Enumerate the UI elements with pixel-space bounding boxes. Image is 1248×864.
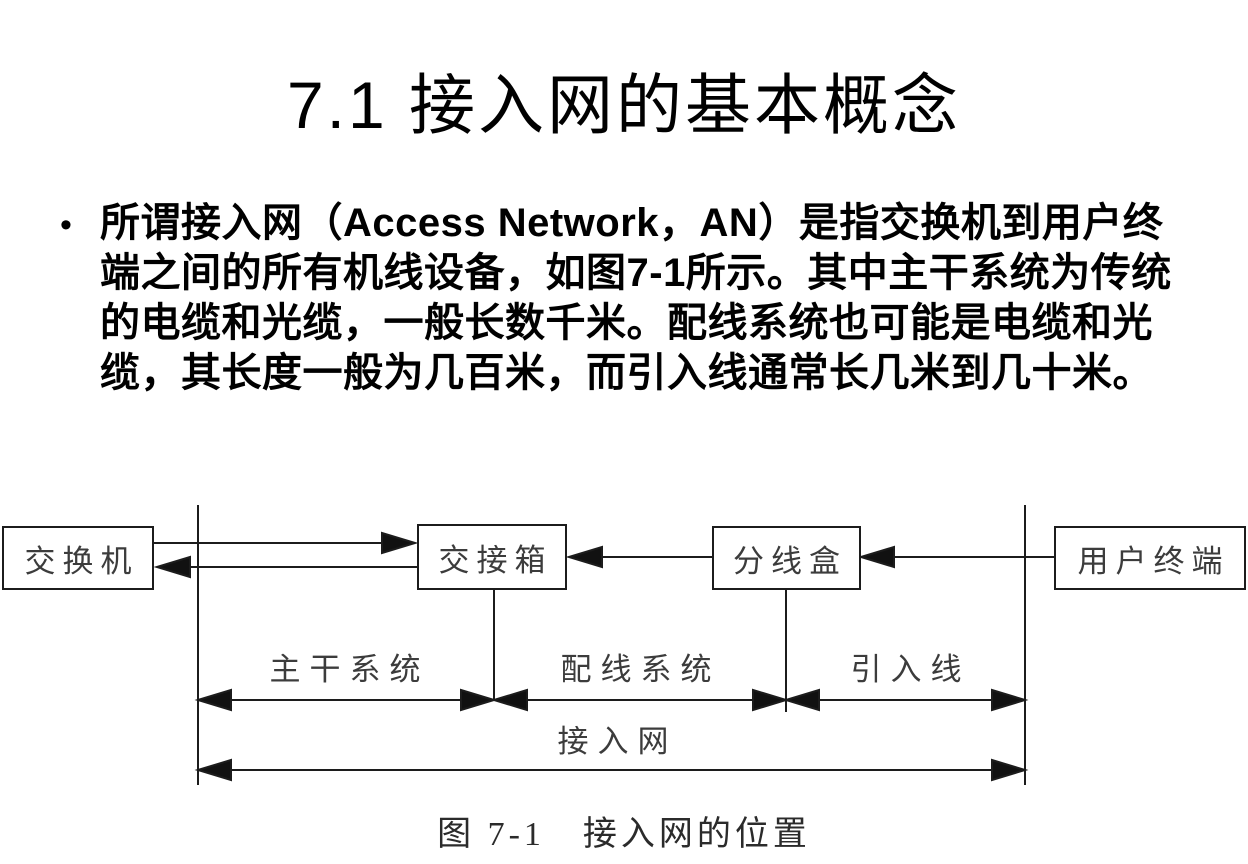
arrowhead-right-icon	[752, 688, 790, 712]
slide-title: 7.1 接入网的基本概念	[286, 68, 962, 142]
arrowhead-left-icon	[194, 688, 232, 712]
node-terminal: 用户终端	[1054, 526, 1246, 590]
arrowhead-left-icon	[194, 758, 232, 782]
arrowhead-right-icon	[991, 688, 1029, 712]
segment-label-drop: 引入线	[850, 652, 971, 687]
arrowhead-right-icon	[460, 688, 498, 712]
bullet-block: • 所谓接入网（Access Network，AN）是指交换机到用户终端之间的所…	[60, 198, 1200, 398]
figure-caption: 图 7-1 接入网的位置	[437, 816, 811, 853]
arrowhead-left-icon	[782, 688, 820, 712]
arrowhead-left-icon	[153, 555, 191, 579]
node-crossbox: 交接箱	[417, 524, 567, 590]
arrowhead-left-icon	[565, 545, 603, 569]
node-splitbox: 分线盒	[712, 526, 861, 590]
access-network-label: 接入网	[557, 724, 678, 759]
arrowhead-right-icon	[381, 531, 419, 555]
body-paragraph: 所谓接入网（Access Network，AN）是指交换机到用户终端之间的所有机…	[100, 201, 1172, 395]
arrowhead-left-icon	[490, 688, 528, 712]
node-switch: 交换机	[2, 526, 154, 590]
arrowhead-right-icon	[991, 758, 1029, 782]
bullet-icon: •	[60, 206, 72, 244]
segment-label-distribution: 配线系统	[560, 652, 721, 687]
segment-label-trunk: 主干系统	[269, 652, 430, 687]
arrowhead-left-icon	[857, 545, 895, 569]
